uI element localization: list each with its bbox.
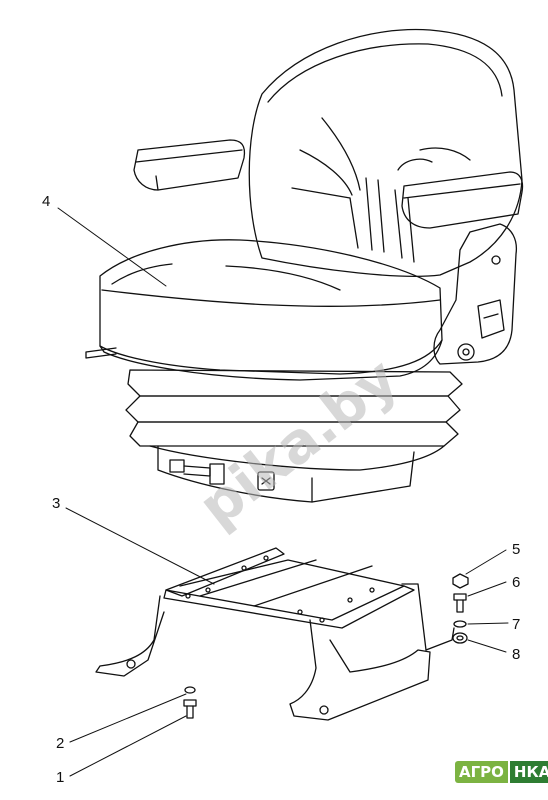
callout-5: 5 [512,541,520,558]
left-armrest [133,139,246,191]
callout-labels: 4 3 5 6 7 8 2 1 [42,193,520,786]
mounting-bracket [95,547,455,721]
callout-8: 8 [512,646,520,663]
suspension-bellows [125,369,463,471]
callout-7: 7 [512,616,520,633]
suspension-base [157,445,415,503]
callout-1: 1 [56,769,64,786]
right-armrest [401,171,524,365]
callout-6: 6 [512,574,520,591]
logo-right-text: НКА [509,761,548,783]
seat-cushion [85,239,443,381]
seat-backrest [248,28,523,277]
logo-left-text: АГРО [455,761,508,783]
leader-lines [57,207,509,777]
callout-4: 4 [42,193,50,210]
callout-2: 2 [56,735,64,752]
fasteners [183,573,469,719]
callout-3: 3 [52,495,60,512]
agronka-logo: АГРО НКА [455,759,548,785]
